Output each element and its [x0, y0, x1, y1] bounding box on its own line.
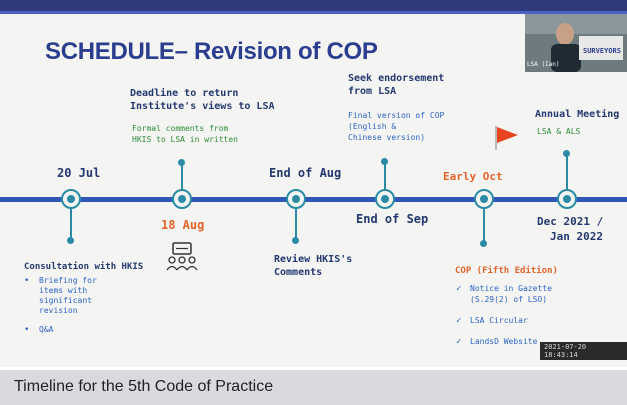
check-icon: ✓	[456, 284, 462, 294]
timeline-axis	[0, 197, 627, 202]
webcam-name-tag: LSA (Ian)	[527, 61, 560, 68]
endorsement-heading-line2: from LSA	[348, 86, 397, 97]
bullet-icon: •	[24, 325, 30, 335]
slide-title: SCHEDULE– Revision of COP	[45, 38, 378, 65]
annual-meeting-heading: Annual Meeting	[535, 109, 620, 120]
milestone-stem	[384, 162, 386, 191]
final-version-line2: (English &	[348, 122, 397, 131]
milestone-node-early-oct	[474, 189, 494, 209]
review-line1: Review HKIS's	[274, 254, 353, 265]
bullet-text: significant	[39, 296, 92, 305]
checklist-item: LandsD Website	[470, 337, 538, 346]
milestone-stem	[70, 209, 72, 239]
presentation-slide: SCHEDULE– Revision of COP SURVEYORS LSA …	[0, 0, 627, 367]
bullet-icon: •	[24, 276, 30, 286]
milestone-node-end-of-aug	[286, 189, 306, 209]
recording-timestamp: 2021-07-20 18:43:14	[540, 342, 627, 360]
review-line2: Comments	[274, 267, 323, 278]
checklist-item: LSA Circular	[470, 316, 528, 325]
bullet-text: items with	[39, 286, 88, 295]
milestone-stem	[566, 154, 568, 191]
bullet-text: Briefing for	[39, 276, 97, 285]
deadline-heading-line1: Deadline to return	[130, 88, 239, 99]
webcam-backdrop-text: SURVEYORS	[583, 47, 621, 55]
deadline-note-line2: HKIS to LSA in written	[132, 135, 238, 144]
figure-caption: Timeline for the 5th Code of Practice	[0, 370, 627, 405]
meeting-icon	[166, 242, 198, 271]
bullet-text: Q&A	[39, 325, 54, 334]
deadline-heading-line2: Institute's views to LSA	[130, 101, 275, 112]
milestone-stem	[295, 209, 297, 239]
annual-meeting-note: LSA & ALS	[537, 127, 581, 136]
consultation-heading: Consultation with HKIS	[24, 262, 144, 272]
check-icon: ✓	[456, 316, 462, 326]
milestone-label-jan-2022: Jan 2022	[550, 230, 603, 243]
webcam-overlay: SURVEYORS LSA (Ian)	[525, 14, 627, 72]
slide-top-bar	[0, 0, 627, 11]
figure-caption-text: Timeline for the 5th Code of Practice	[14, 378, 274, 395]
milestone-dot	[381, 158, 388, 165]
slide-top-accent	[0, 11, 627, 14]
milestone-label-end-of-aug: End of Aug	[269, 166, 342, 180]
milestone-dot	[563, 150, 570, 157]
milestone-label-end-of-sep: End of Sep	[356, 212, 429, 226]
checklist-item: Notice in Gazette	[470, 284, 552, 293]
final-version-line1: Final version of COP	[348, 111, 445, 120]
milestone-node-18-aug	[172, 189, 192, 209]
deadline-note-line1: Formal comments from	[132, 124, 229, 133]
checklist-item: (S.29(2) of LSO)	[470, 295, 548, 304]
final-version-line3: Chinese version)	[348, 133, 426, 142]
milestone-dot	[292, 237, 299, 244]
milestone-label-dec-2021: Dec 2021 /	[537, 215, 604, 228]
milestone-dot	[178, 159, 185, 166]
flag-icon	[495, 126, 518, 150]
milestone-dot	[67, 237, 74, 244]
check-icon: ✓	[456, 337, 462, 347]
milestone-stem	[181, 163, 183, 191]
milestone-label-18-aug: 18 Aug	[161, 218, 205, 232]
endorsement-heading-line1: Seek endorsement	[348, 73, 445, 84]
milestone-node-end-of-sep	[375, 189, 395, 209]
milestone-node-dec-2021	[557, 189, 577, 209]
milestone-stem	[483, 209, 485, 242]
milestone-dot	[480, 240, 487, 247]
bullet-text: revision	[39, 306, 78, 315]
milestone-label-20-jul: 20 Jul	[57, 166, 101, 180]
milestone-label-early-oct: Early Oct	[443, 170, 503, 183]
milestone-node-20-jul	[61, 189, 81, 209]
presenter-video-icon	[525, 14, 627, 72]
cop-fifth-edition-heading: COP (Fifth Edition)	[455, 266, 558, 276]
